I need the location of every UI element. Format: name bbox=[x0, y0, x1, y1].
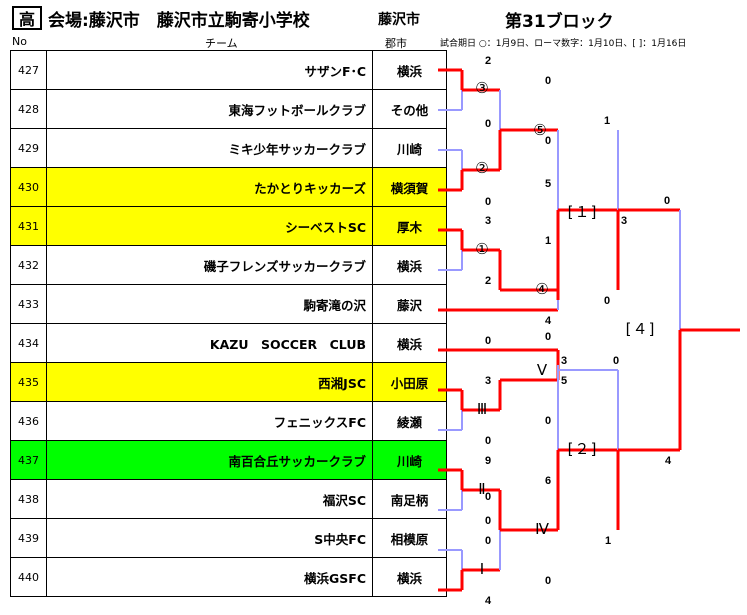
match-label: ④ bbox=[535, 280, 548, 298]
team-number: 433 bbox=[10, 284, 47, 324]
score-label: 6 bbox=[545, 475, 551, 487]
schedule-legend: 試合期日 ○：1月9日、ローマ数字：1月10日、[ ]：1月16日 bbox=[440, 39, 687, 49]
team-city: 藤沢 bbox=[372, 284, 447, 324]
match-label: Ⅳ bbox=[535, 520, 549, 538]
score-label: 2 bbox=[485, 55, 491, 67]
match-label: ② bbox=[475, 159, 488, 177]
score-label: 0 bbox=[545, 135, 551, 147]
score-label: 0 bbox=[485, 491, 491, 503]
score-label: 0 bbox=[485, 196, 491, 208]
match-label: [４] bbox=[623, 320, 656, 338]
team-name: 南百合丘サッカークラブ bbox=[46, 440, 373, 480]
score-label: 3 bbox=[561, 355, 567, 367]
match-label: Ⅱ bbox=[478, 480, 485, 498]
team-name: 横浜GSFC bbox=[46, 557, 373, 597]
team-city: 川崎 bbox=[372, 128, 447, 168]
match-label: Ⅴ bbox=[537, 361, 548, 379]
team-name: 福沢SC bbox=[46, 479, 373, 519]
team-name: フェニックスFC bbox=[46, 401, 373, 441]
score-label: 2 bbox=[485, 275, 491, 287]
team-city: 横浜 bbox=[372, 323, 447, 363]
team-name: たかとりキッカーズ bbox=[46, 167, 373, 207]
match-label: Ⅲ bbox=[477, 400, 487, 418]
team-city: 小田原 bbox=[372, 362, 447, 402]
team-number: 431 bbox=[10, 206, 47, 246]
team-name: 磯子フレンズサッカークラブ bbox=[46, 245, 373, 285]
score-label: 4 bbox=[545, 315, 552, 327]
team-city: 相模原 bbox=[372, 518, 447, 558]
match-label: Ⅰ bbox=[480, 560, 484, 578]
score-label: 0 bbox=[545, 415, 551, 427]
team-number: 429 bbox=[10, 128, 47, 168]
team-number: 432 bbox=[10, 245, 47, 285]
score-label: 0 bbox=[485, 535, 491, 547]
score-label: 0 bbox=[613, 355, 619, 367]
team-number: 436 bbox=[10, 401, 47, 441]
score-label: 0 bbox=[545, 75, 551, 87]
score-label: 4 bbox=[665, 455, 672, 467]
score-label: 0 bbox=[485, 118, 491, 130]
match-label: ③ bbox=[475, 79, 488, 97]
score-label: 0 bbox=[485, 515, 491, 527]
match-label: [１] bbox=[565, 203, 598, 221]
score-label: 1 bbox=[604, 115, 610, 127]
score-label: 0 bbox=[604, 295, 610, 307]
score-label: 0 bbox=[485, 335, 491, 347]
team-name: KAZU SOCCER CLUB bbox=[46, 323, 373, 363]
column-header-city: 郡市 bbox=[385, 37, 407, 50]
score-label: 3 bbox=[621, 215, 627, 227]
team-city: 横浜 bbox=[372, 557, 447, 597]
team-city: 南足柄 bbox=[372, 479, 447, 519]
team-name: シーベストSC bbox=[46, 206, 373, 246]
team-number: 435 bbox=[10, 362, 47, 402]
venue-title: 会場:藤沢市 藤沢市立駒寄小学校 bbox=[48, 11, 310, 31]
team-city: 横浜 bbox=[372, 245, 447, 285]
team-number: 434 bbox=[10, 323, 47, 363]
score-label: 0 bbox=[545, 575, 551, 587]
venue-city: 藤沢市 bbox=[378, 12, 420, 28]
team-number: 428 bbox=[10, 89, 47, 129]
match-label: ① bbox=[475, 240, 488, 258]
team-name: 西湘JSC bbox=[46, 362, 373, 402]
score-label: 1 bbox=[545, 235, 551, 247]
team-number: 439 bbox=[10, 518, 47, 558]
team-city: 綾瀬 bbox=[372, 401, 447, 441]
team-city: その他 bbox=[372, 89, 447, 129]
team-number: 440 bbox=[10, 557, 47, 597]
match-label: ⑤ bbox=[533, 121, 546, 139]
score-label: 9 bbox=[485, 455, 491, 467]
grade-box: 高 bbox=[12, 6, 42, 30]
score-label: 5 bbox=[561, 375, 567, 387]
score-label: 0 bbox=[485, 435, 491, 447]
team-number: 430 bbox=[10, 167, 47, 207]
score-label: 0 bbox=[545, 331, 551, 343]
score-label: 3 bbox=[485, 375, 491, 387]
score-label: 3 bbox=[485, 215, 491, 227]
team-city: 厚木 bbox=[372, 206, 447, 246]
team-city: 横須賀 bbox=[372, 167, 447, 207]
column-header-no: No bbox=[12, 35, 27, 48]
column-header-team: チーム bbox=[205, 37, 238, 50]
score-label: 5 bbox=[545, 178, 551, 190]
match-label: [２] bbox=[565, 440, 598, 458]
score-label: 4 bbox=[485, 595, 492, 607]
score-label: 1 bbox=[605, 535, 611, 547]
team-number: 437 bbox=[10, 440, 47, 480]
score-label: 0 bbox=[664, 195, 670, 207]
block-title: 第31ブロック bbox=[505, 12, 614, 32]
